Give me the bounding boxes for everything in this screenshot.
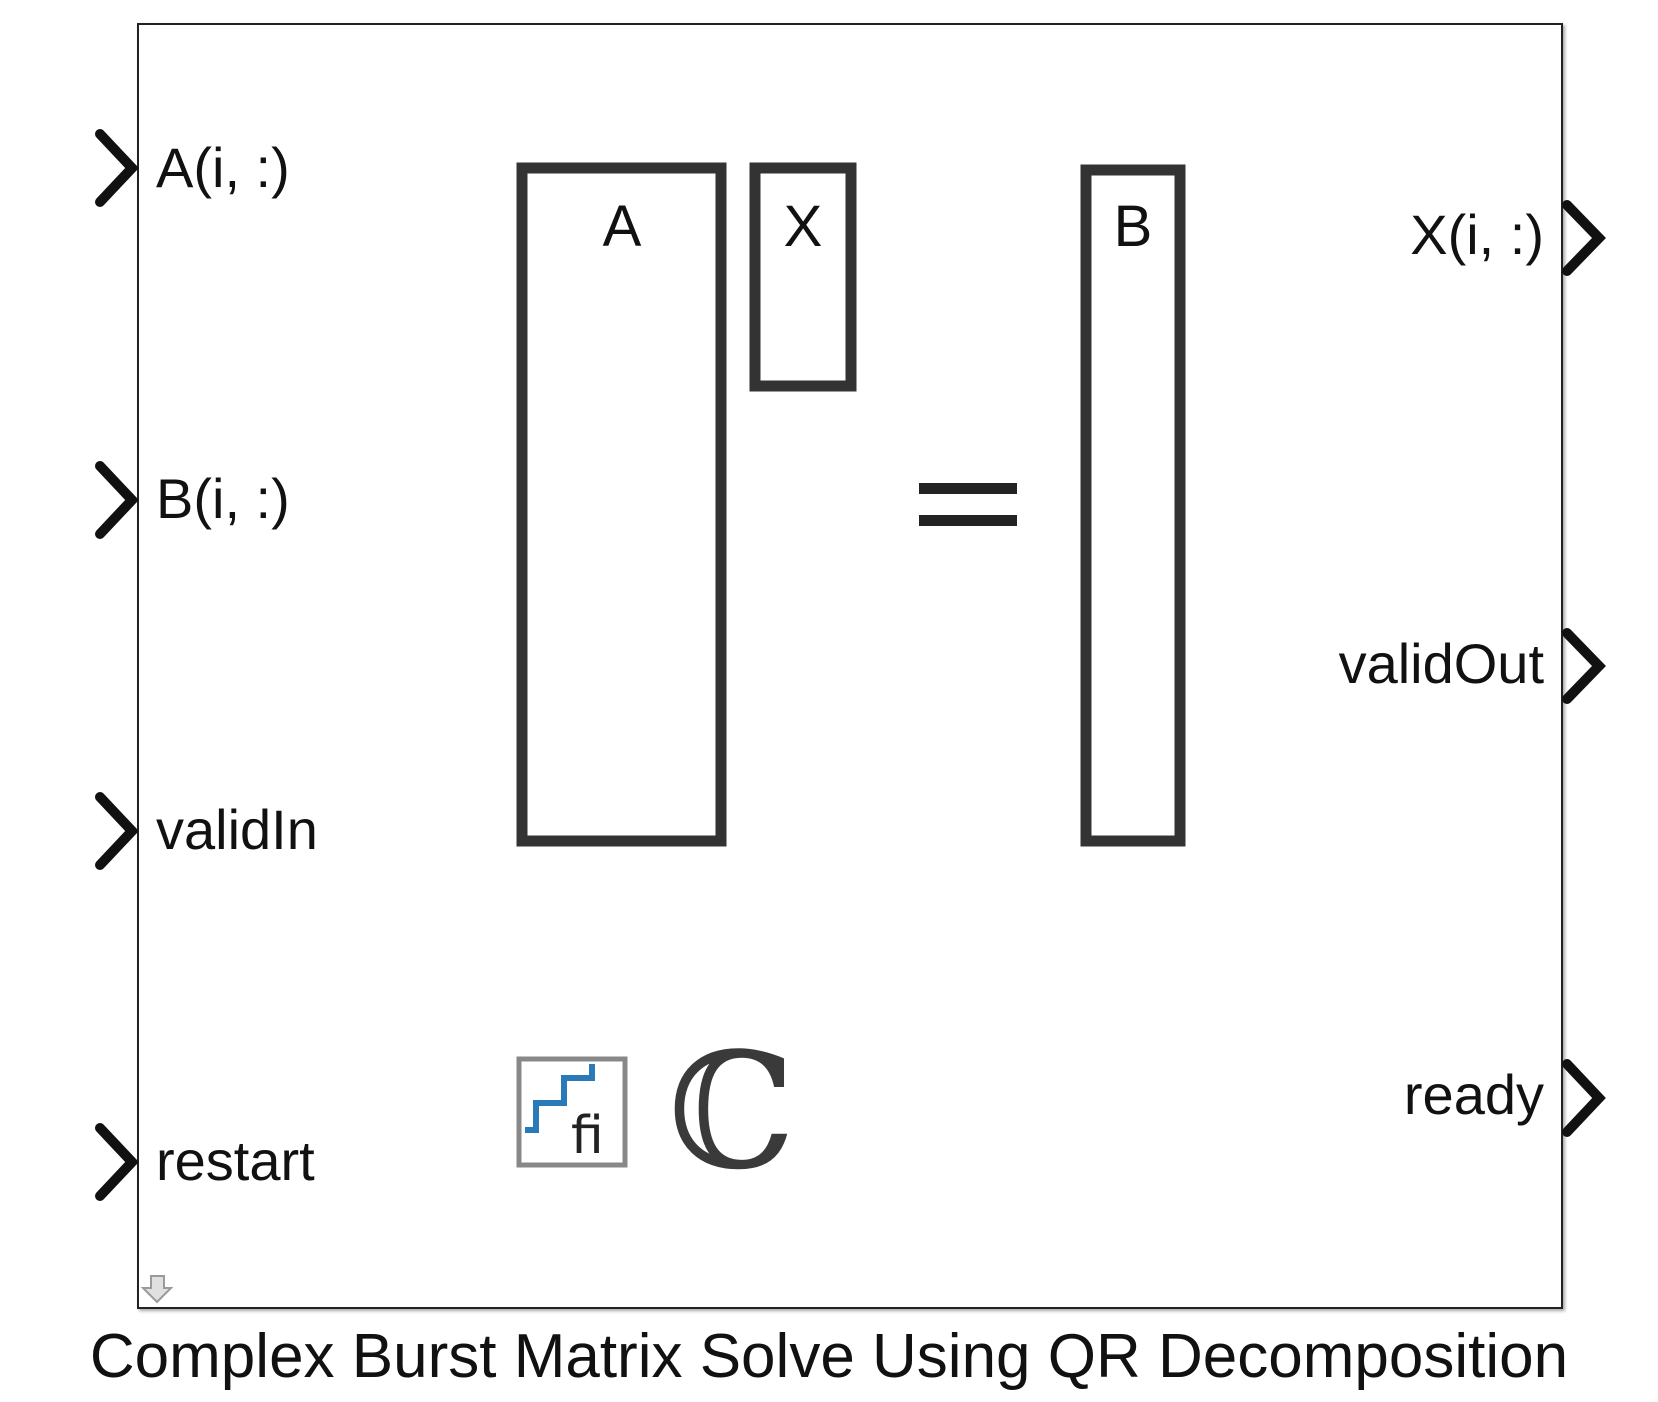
svg-text:fi: fi	[571, 1106, 604, 1166]
input-port-chevron-icon[interactable]	[95, 129, 139, 207]
matrix-a-label: A	[602, 194, 642, 259]
equals-sign-bottom-bar	[919, 515, 1017, 526]
input-port-label-a: A(i, :)	[156, 136, 290, 199]
output-port-chevron-icon[interactable]	[1562, 200, 1606, 276]
matrix-a-rect	[516, 162, 727, 847]
input-port-label-b: B(i, :)	[156, 467, 290, 530]
output-port-chevron-icon[interactable]	[1562, 628, 1606, 704]
complex-set-icon: ℂ	[668, 1018, 796, 1205]
output-port-label-validout: validOut	[1338, 632, 1544, 695]
input-port-label-validin: validIn	[156, 798, 318, 861]
input-port-chevron-icon[interactable]	[95, 461, 139, 539]
library-link-arrow-icon	[140, 1275, 174, 1304]
equals-sign-top-bar	[919, 483, 1017, 494]
input-port-chevron-icon[interactable]	[95, 792, 139, 870]
output-port-label-ready: ready	[1403, 1063, 1544, 1126]
output-port-label-x: X(i, :)	[1410, 203, 1544, 266]
matrix-x-rect	[749, 162, 857, 392]
matrix-b-label: B	[1113, 194, 1153, 259]
fixed-point-fi-icon: fi	[516, 1056, 628, 1168]
input-port-chevron-icon[interactable]	[95, 1123, 139, 1201]
matrix-b-rect	[1080, 164, 1186, 847]
matrix-x-label: X	[783, 194, 823, 259]
block-caption[interactable]: Complex Burst Matrix Solve Using QR Deco…	[89, 1322, 1569, 1391]
input-port-label-restart: restart	[156, 1129, 315, 1192]
output-port-chevron-icon[interactable]	[1562, 1059, 1606, 1137]
